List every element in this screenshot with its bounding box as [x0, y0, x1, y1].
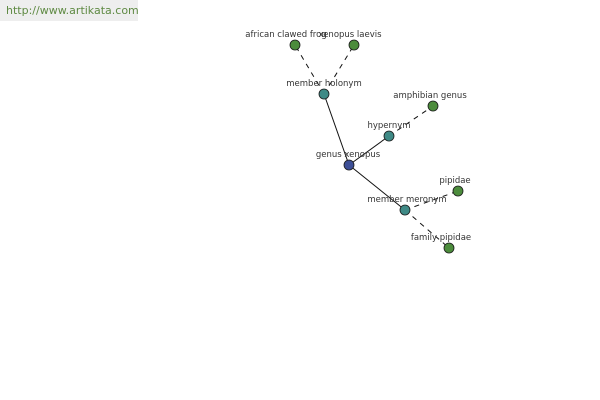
node-xenopus-laevis[interactable]: xenopus laevis — [318, 30, 382, 51]
node-circle-genus-xenopus[interactable] — [343, 159, 355, 171]
node-african-clawed-frog[interactable]: african clawed frog — [245, 30, 327, 51]
node-circle-family-pipidae[interactable] — [443, 242, 455, 254]
node-circle-member-holonym[interactable] — [318, 88, 330, 100]
node-circle-african-clawed-frog[interactable] — [289, 39, 301, 51]
edge-genus-xenopus-to-member-meronym — [348, 164, 406, 211]
edge-genus-xenopus-to-member-holonym — [323, 93, 350, 166]
node-label-xenopus-laevis[interactable]: xenopus laevis — [318, 30, 382, 40]
node-pipidae[interactable]: pipidae — [439, 176, 471, 197]
edge-genus-xenopus-to-hypernym — [348, 135, 390, 166]
node-circle-member-meronym[interactable] — [399, 204, 411, 216]
node-member-holonym[interactable]: member holonym — [286, 79, 362, 100]
node-label-member-holonym[interactable]: member holonym — [286, 79, 361, 89]
node-circle-xenopus-laevis[interactable] — [348, 39, 360, 51]
node-family-pipidae[interactable]: family pipidae — [411, 233, 471, 254]
node-circle-amphibian-genus[interactable] — [427, 100, 439, 112]
nodes-layer: genus xenopus member holonym hypernym membe… — [245, 30, 471, 254]
node-label-member-meronym[interactable]: member meronym — [367, 195, 446, 205]
node-label-pipidae[interactable]: pipidae — [439, 176, 470, 186]
node-label-african-clawed-frog[interactable]: african clawed frog — [245, 30, 326, 40]
node-hypernym[interactable]: hypernym — [367, 121, 411, 142]
node-member-meronym[interactable]: member meronym — [367, 195, 447, 216]
node-circle-hypernym[interactable] — [383, 130, 395, 142]
node-label-genus-xenopus[interactable]: genus xenopus — [316, 150, 381, 160]
node-label-amphibian-genus[interactable]: amphibian genus — [393, 91, 467, 101]
source-url-banner[interactable]: http://www.artikata.com — [0, 0, 139, 21]
node-label-family-pipidae[interactable]: family pipidae — [411, 233, 471, 243]
node-label-hypernym[interactable]: hypernym — [367, 121, 410, 131]
edges-layer — [294, 44, 459, 249]
node-circle-pipidae[interactable] — [452, 185, 464, 197]
node-genus-xenopus[interactable]: genus xenopus — [316, 150, 381, 171]
node-amphibian-genus[interactable]: amphibian genus — [393, 91, 467, 112]
edge-hypernym-to-amphibian-genus — [388, 105, 434, 137]
